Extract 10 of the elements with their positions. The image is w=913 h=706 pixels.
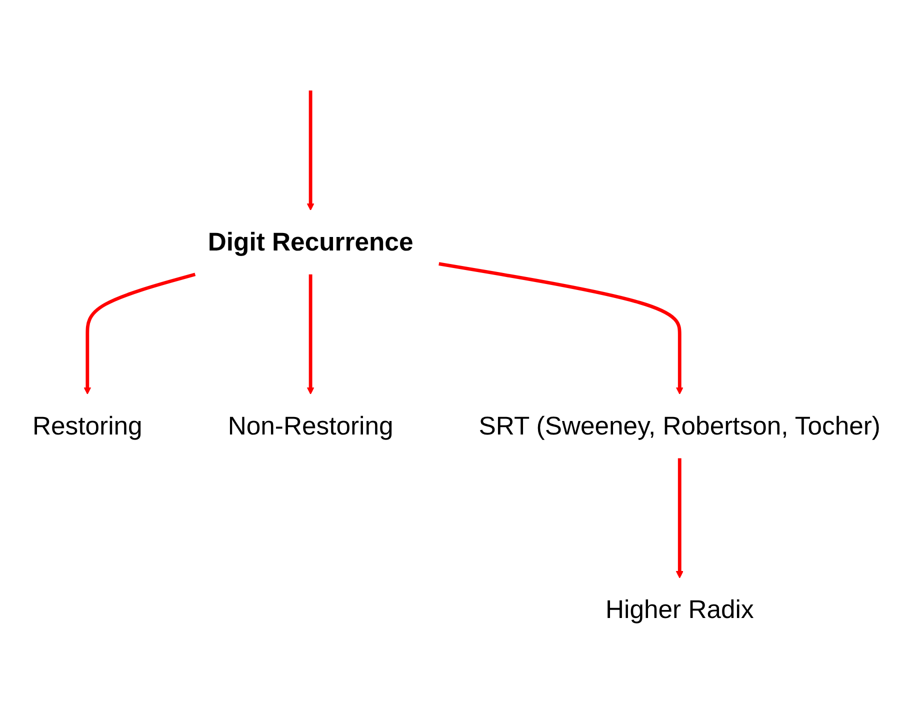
node-text: Higher Radix — [605, 595, 754, 624]
node-text: Digit Recurrence — [208, 228, 414, 256]
arrow — [676, 458, 684, 578]
arrow — [84, 272, 196, 394]
node-text: Non-Restoring — [228, 412, 394, 440]
node-text: SRT (Sweeney, Robertson, Tocher) — [478, 412, 880, 440]
arrow — [306, 274, 314, 394]
arrow — [306, 90, 314, 210]
node-text: Restoring — [32, 412, 142, 440]
arrow — [438, 262, 684, 394]
